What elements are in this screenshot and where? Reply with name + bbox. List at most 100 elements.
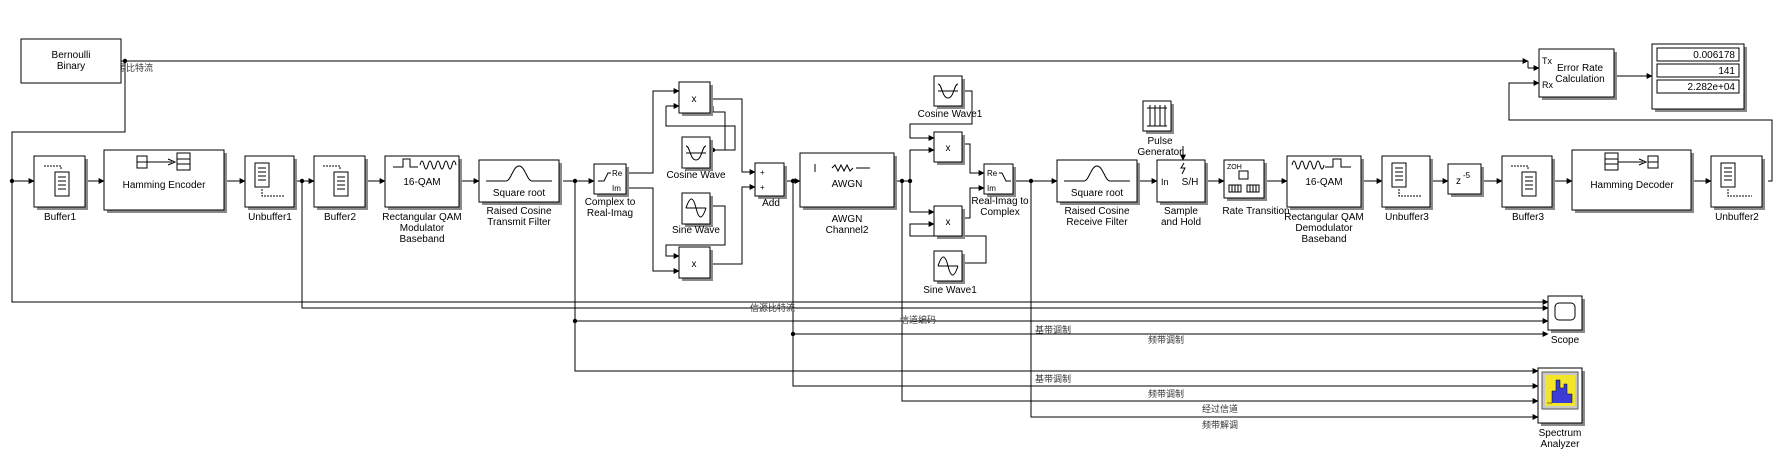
product3-symbol: x — [946, 143, 951, 154]
unbuffer1-block[interactable]: Unbuffer1 — [244, 155, 297, 223]
rc-pulse-icon — [486, 165, 552, 182]
buffer1-label: Buffer1 — [44, 212, 76, 223]
buffer2-label: Buffer2 — [324, 212, 356, 223]
qam-sine-icon — [419, 160, 457, 170]
unbuffer3-block[interactable]: Unbuffer3 — [1381, 155, 1433, 223]
decoder-icon — [1604, 152, 1659, 171]
buffer-icon — [1511, 165, 1537, 197]
display-value-bits: 2.282e+04 — [1687, 82, 1735, 93]
source-to-scope-line[interactable] — [11, 181, 1549, 305]
error-rate-tx: Tx — [1542, 56, 1552, 66]
zoh-label: ZOH — [1227, 164, 1242, 171]
baseband-to-spectrum-line[interactable] — [574, 321, 1539, 374]
product1-block[interactable]: x — [678, 81, 713, 116]
ri2c-re: Re — [987, 169, 998, 178]
product2-block[interactable]: x — [678, 246, 713, 281]
passband-to-spectrum-line[interactable] — [792, 334, 1539, 389]
signal-label-spec2: 频带调制 — [1148, 388, 1184, 400]
buffer3-block[interactable]: Buffer3 — [1501, 155, 1555, 223]
qam-mod-inner-label: 16-QAM — [403, 177, 440, 188]
rate-transition-icon — [1228, 170, 1260, 193]
rx-bits-to-error-rate-line[interactable] — [1508, 80, 1773, 182]
hamming-encoder-block[interactable]: Hamming Encoder — [103, 149, 227, 213]
scope-screen-icon — [1554, 302, 1576, 321]
cosine-icon — [685, 145, 707, 161]
unbuffer-icon — [1391, 162, 1422, 197]
bits-to-buffer1-line[interactable] — [11, 61, 126, 184]
hamming-decoder-block[interactable]: Hamming Decoder — [1571, 149, 1694, 213]
cosine-wave-block[interactable]: Cosine Wave — [666, 136, 726, 181]
scope-label: Scope — [1551, 335, 1580, 346]
rate-transition-label: Rate Transition — [1222, 206, 1289, 217]
signal-label-spec1: 基带调制 — [1035, 373, 1071, 385]
product4-block[interactable]: x — [933, 205, 965, 239]
hamming-encoder-label: Hamming Encoder — [123, 180, 206, 191]
signal-label-scope3: 基带调制 — [1035, 324, 1071, 336]
buffer1-block[interactable]: Buffer1 — [33, 155, 88, 223]
sine-wave1-block[interactable]: Sine Wave1 — [923, 250, 977, 296]
merge-icon — [999, 172, 1011, 182]
delay-block[interactable]: z -5 — [1447, 163, 1484, 197]
cosine-icon — [937, 83, 959, 99]
encoder-icon — [136, 152, 191, 171]
sh-in-label: In — [1161, 177, 1169, 187]
sine-wave-block[interactable]: Sine Wave — [672, 192, 720, 236]
display-value-ber: 0.006178 — [1693, 50, 1735, 61]
signal-labels: 信源比特流 信源比特流 信道编码 基带调制 频带调制 基带调制 频带调制 经过信… — [108, 62, 1238, 431]
split-icon — [598, 172, 611, 182]
lightning-icon — [1180, 162, 1186, 175]
rc-tx-inner-label: Square root — [493, 188, 545, 199]
sine-wave-label: Sine Wave — [672, 225, 720, 236]
product2-symbol: x — [692, 259, 697, 270]
signal-label-scope4: 频带调制 — [1148, 334, 1184, 346]
qam-sine-icon — [1291, 160, 1325, 170]
scope-block[interactable]: Scope — [1547, 295, 1585, 346]
signal-label-spec3: 经过信道 — [1202, 403, 1238, 415]
signal-lines — [11, 58, 1773, 420]
sine-wave1-label: Sine Wave1 — [923, 285, 977, 296]
hamming-decoder-label: Hamming Decoder — [1590, 180, 1674, 191]
c2ri-re: Re — [612, 169, 623, 178]
display-value-errors: 141 — [1718, 66, 1735, 77]
rc-pulse-icon — [1064, 165, 1130, 182]
unbuffer1-label: Unbuffer1 — [248, 212, 292, 223]
buffer2-block[interactable]: Buffer2 — [313, 155, 368, 223]
buffer-icon — [323, 165, 349, 197]
display-block[interactable]: 0.006178 141 2.282e+04 — [1651, 43, 1747, 112]
qam-waveform-icon — [393, 158, 418, 168]
channel-to-spectrum-line[interactable] — [901, 181, 1539, 404]
cosine-wave1-block[interactable]: Cosine Wave1 — [918, 75, 983, 120]
pulse-icon — [1147, 105, 1167, 127]
add-block[interactable]: + + Add — [754, 162, 787, 209]
demod-to-spectrum-line[interactable] — [1030, 181, 1539, 420]
delay-exponent: -5 — [1463, 171, 1471, 180]
rc-rx-inner-label: Square root — [1071, 188, 1123, 199]
rate-transition-block[interactable]: ZOH Rate Transition — [1222, 159, 1290, 217]
signal-label-scope1: 信源比特流 — [750, 302, 795, 314]
unbuffer2-block[interactable]: Unbuffer2 — [1710, 155, 1765, 223]
product3-block[interactable]: x — [933, 131, 965, 165]
channel-code-to-scope-line[interactable] — [301, 181, 1549, 311]
cosine-wave1-label: Cosine Wave1 — [918, 109, 983, 120]
